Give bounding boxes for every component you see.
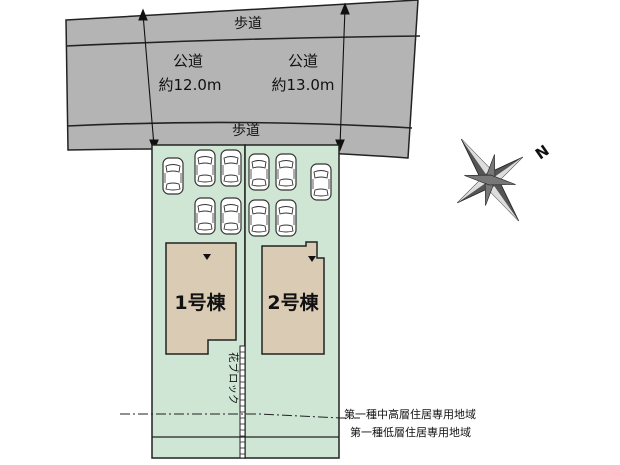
compass-rose <box>456 138 524 222</box>
building-2 <box>261 241 325 355</box>
zoning-upper-label: 第一種中高層住居専用地域 <box>344 407 476 421</box>
road-right-width: 約13.0m <box>271 76 334 94</box>
house-1-label: 1号棟 <box>174 291 226 314</box>
fence-block <box>239 345 246 459</box>
zoning-lower-label: 第一種低層住居専用地域 <box>350 425 471 439</box>
building-1 <box>165 242 237 355</box>
house-2-label: 2号棟 <box>267 291 319 314</box>
road-left-label: 公道 <box>173 52 203 70</box>
sidewalk-bottom-line <box>66 121 413 129</box>
sidewalk-top-label: 歩道 <box>234 16 262 32</box>
entrance-marker-2 <box>308 256 316 262</box>
entrance-marker-1 <box>203 254 211 260</box>
road-left-width: 約12.0m <box>158 76 221 94</box>
fence-pattern <box>240 351 245 455</box>
sidewalk-bottom-label: 歩道 <box>232 123 260 139</box>
road-right-label: 公道 <box>288 52 318 70</box>
sidewalk-top-line <box>65 35 421 47</box>
zoning-boundary-line <box>120 413 360 419</box>
fence-label: 花ブロック <box>227 352 240 405</box>
compass-north-label: N <box>532 141 553 163</box>
